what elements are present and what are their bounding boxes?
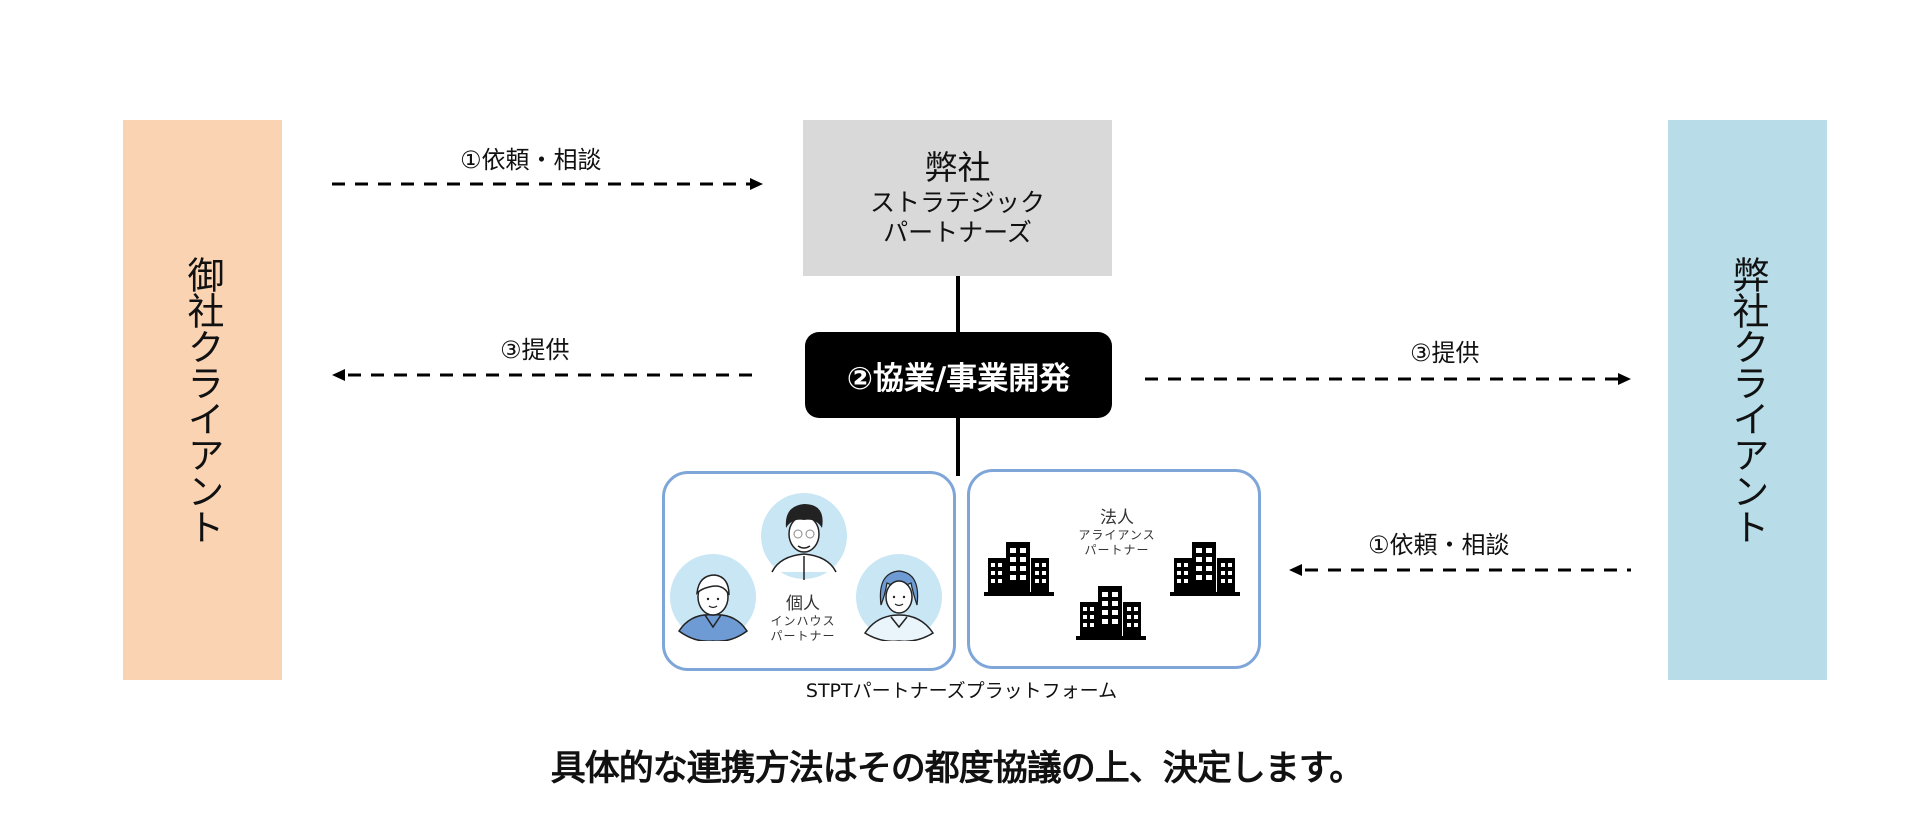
- right-client-box: 弊社クライアント: [1668, 120, 1827, 680]
- left-provide-label: ③提供: [500, 336, 570, 364]
- right-provide-label: ③提供: [1410, 339, 1480, 367]
- left-client-label: 御社クライアント: [181, 256, 224, 544]
- right-request-arrow: [1289, 564, 1631, 576]
- building-icon: [984, 542, 1054, 596]
- arrowhead-right-icon: [750, 178, 763, 190]
- person-icon: [856, 554, 942, 641]
- left-client-box: 御社クライアント: [123, 120, 282, 680]
- right-provide-arrow: [1145, 373, 1631, 385]
- individual-title: 個人: [786, 594, 820, 614]
- left-request-label: ①依頼・相談: [460, 146, 602, 174]
- corporate-title: 法人: [1100, 508, 1134, 528]
- connector-line-top: [956, 276, 960, 332]
- corporate-sub1: アライアンス: [1078, 528, 1156, 542]
- company-subtitle-line2: パートナーズ: [883, 218, 1032, 247]
- building-icon: [1076, 586, 1146, 640]
- platform-caption: STPTパートナーズプラットフォーム: [805, 680, 1118, 702]
- corporate-sub2: パートナー: [1084, 543, 1150, 557]
- footer-note: 具体的な連携方法はその都度協議の上、決定します。: [550, 749, 1365, 789]
- person-icon: [761, 493, 847, 580]
- individual-partner-box: 個人 インハウス パートナー: [662, 471, 956, 671]
- collaboration-label: ②協業/事業開発: [846, 360, 1071, 397]
- person-icon: [670, 554, 756, 641]
- right-client-label: 弊社クライアント: [1726, 256, 1769, 544]
- left-provide-arrow: [332, 369, 762, 381]
- building-icon: [1170, 542, 1240, 596]
- arrowhead-left-icon: [1289, 564, 1302, 576]
- collaboration-box: ②協業/事業開発: [805, 332, 1112, 418]
- corporate-label-group: 法人 アライアンス パートナー: [1062, 508, 1172, 558]
- individual-sub2: パートナー: [770, 629, 836, 643]
- left-request-arrow: [332, 178, 763, 190]
- connector-line-bottom: [956, 418, 960, 476]
- company-title: 弊社: [924, 148, 991, 187]
- individual-label-group: 個人 インハウス パートナー: [757, 594, 849, 644]
- company-subtitle-line1: ストラテジック: [869, 188, 1045, 217]
- corporate-partner-box: 法人 アライアンス パートナー: [967, 469, 1261, 669]
- individual-sub1: インハウス: [770, 614, 836, 628]
- arrowhead-left-icon: [332, 369, 345, 381]
- arrowhead-right-icon: [1618, 373, 1631, 385]
- right-request-label: ①依頼・相談: [1368, 531, 1510, 559]
- company-box: 弊社 ストラテジック パートナーズ: [803, 120, 1112, 276]
